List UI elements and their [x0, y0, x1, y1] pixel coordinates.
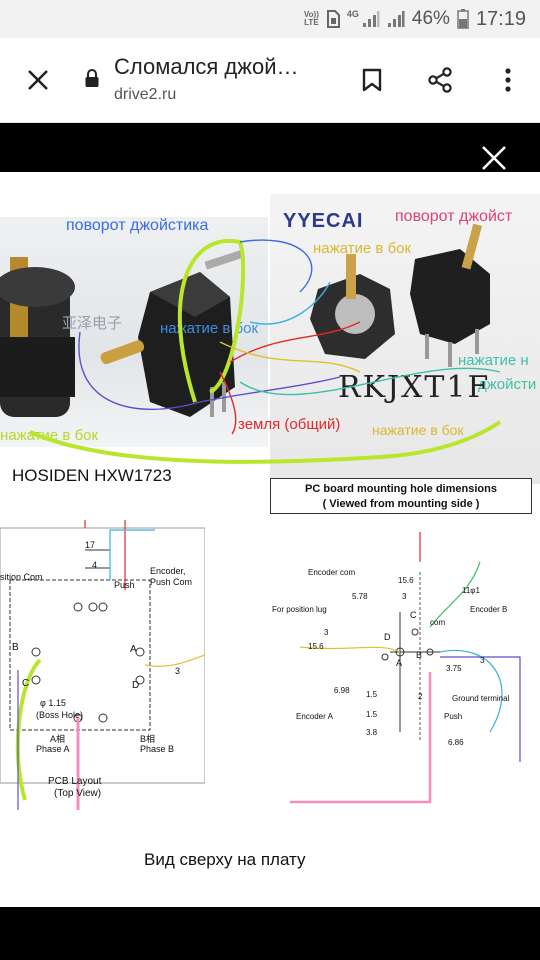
label-a-phase-cn: A相: [50, 734, 66, 744]
annotation-rotation-right: поворот джойст: [395, 208, 513, 225]
viewer-close-button[interactable]: [472, 138, 516, 178]
joystick-drawing-left: [0, 249, 246, 417]
volte-bottom-text: LTE: [304, 18, 319, 27]
battery-percent: 46%: [411, 8, 450, 29]
annotation-press-side-right: нажатие н: [458, 352, 529, 369]
joystick-photo-right: [270, 194, 540, 484]
pin-a-right: A: [396, 658, 403, 668]
pin-b-right: B: [416, 650, 423, 660]
dim-1-5-horizontal: 1.5: [366, 710, 378, 719]
mounting-dimension-diagram: [290, 532, 521, 804]
signal-icon-2: [387, 11, 405, 27]
label-encoder-b: Encoder B: [470, 605, 508, 614]
status-bar: Vo)) LTE 4G 46% 17:19: [0, 0, 540, 38]
pin-c-left: C: [22, 678, 30, 689]
volte-icon: Vo)) LTE: [304, 11, 319, 27]
dim-15-6-side: 15.6: [308, 642, 324, 651]
page-url: drive2.ru: [114, 86, 177, 103]
handwritten-part-number: RKJXT1F: [338, 370, 491, 405]
annotation-ground-common: земля (общий): [238, 416, 341, 433]
close-button[interactable]: [18, 60, 58, 100]
dim-4: 4: [92, 560, 98, 570]
annotation-rotation-left: поворот джойстика: [66, 217, 209, 234]
clock: 17:19: [475, 7, 526, 30]
joystick-photo-left: [0, 217, 268, 447]
bookmark-button[interactable]: [352, 60, 392, 100]
label-b-phase-cn: B相: [140, 734, 156, 744]
brand-logo: YYECAI: [283, 210, 364, 232]
lock-icon: [85, 69, 99, 87]
label-encoder-push-com-1: Encoder,: [150, 566, 186, 576]
pc-board-title: PC board mounting hole dimensions: [305, 483, 497, 495]
dim-3-top: 3: [402, 592, 407, 601]
pin-d-right: D: [384, 632, 391, 642]
dim-3-75: 3.75: [446, 664, 462, 673]
close-icon: [28, 70, 48, 90]
bookmark-icon: [362, 68, 382, 92]
dim-1-5-vertical: 1.5: [366, 690, 378, 699]
dim-17: 17: [85, 540, 96, 550]
dim-6-98: 6.98: [334, 686, 350, 695]
status-icons: Vo)) LTE 4G 46% 17:19: [304, 6, 526, 32]
pin-a-left: A: [130, 644, 137, 655]
pc-board-subtitle: ( Viewed from mounting side ): [322, 498, 480, 510]
label-com: com: [430, 618, 446, 627]
annotation-joystick-right: джойсти: [478, 376, 537, 393]
label-top-view: (Top View): [54, 788, 102, 799]
network-type: 4G: [346, 9, 359, 19]
dim-11: 11φ1: [462, 586, 480, 595]
label-encoder-push-com-2: Push Com: [150, 577, 193, 587]
label-boss-hole: (Boss Hole): [36, 710, 84, 720]
label-encoder-com: Encoder com: [308, 568, 356, 577]
joystick-drawing-right: [310, 223, 490, 367]
pin-d-left: D: [132, 680, 140, 691]
label-push: Push: [114, 580, 135, 590]
annotation-press-side-left: нажатие в бок: [0, 427, 99, 444]
app-bar: Сломался джой… drive2.ru: [0, 38, 540, 123]
label-a-phase: Phase A: [36, 744, 70, 754]
pin-c-right: C: [410, 610, 417, 620]
hosiden-label: HOSIDEN HXW1723: [12, 466, 172, 485]
watermark-text: 亚泽电子: [62, 315, 123, 332]
close-icon: [482, 146, 506, 170]
label-encoder-a: Encoder A: [296, 712, 333, 721]
dim-2: 2: [418, 692, 423, 701]
label-position-com: sition Com: [0, 572, 43, 582]
bottom-caption: Вид сверху на плату: [144, 850, 306, 869]
sim-icon: [326, 10, 340, 28]
dim-3-left: 3: [175, 666, 181, 676]
annotation-press-side-bottom-right: нажатие в бок: [372, 422, 464, 438]
page-title: Сломался джой…: [114, 54, 299, 79]
pc-board-caption: PC board mounting hole dimensions ( View…: [270, 478, 532, 514]
pin-b-left: B: [12, 642, 19, 653]
dim-3-left-right: 3: [324, 628, 329, 637]
navigation-bar: [0, 907, 540, 960]
dim-6-86: 6.86: [448, 738, 464, 747]
annotation-press-side-right-top: нажатие в бок: [313, 240, 412, 257]
more-vert-icon: [505, 68, 511, 92]
more-options-button[interactable]: [488, 60, 528, 100]
pcb-layout-diagram: 17 4 sition Com Push Encoder, Push Com B…: [0, 509, 206, 820]
label-ground-terminal: Ground terminal: [452, 694, 510, 703]
label-b-phase: Phase B: [140, 744, 175, 754]
volte-top-text: Vo)): [303, 10, 319, 19]
dim-5-78: 5.78: [352, 592, 368, 601]
annotation-wires: [29, 238, 502, 464]
label-pcb-layout: PCB Layout: [48, 776, 102, 787]
dim-3-8: 3.8: [366, 728, 378, 737]
annotated-photo[interactable]: поворот джойстика 亚泽电子 нажатие в бок наж…: [0, 172, 540, 907]
dim-15-6: 15.6: [398, 576, 414, 585]
dim-3-right: 3: [480, 656, 485, 665]
signal-icon: [362, 11, 380, 27]
label-hole: φ 1.15: [40, 698, 66, 708]
label-push-right: Push: [444, 712, 463, 721]
pcb-layout-lines: [0, 509, 206, 810]
share-icon: [428, 67, 452, 93]
annotation-press-side-middle: нажатие в бок: [160, 320, 259, 337]
battery-icon: [457, 9, 469, 29]
share-button[interactable]: [420, 60, 460, 100]
label-for-position-lug: For position lug: [272, 605, 327, 614]
